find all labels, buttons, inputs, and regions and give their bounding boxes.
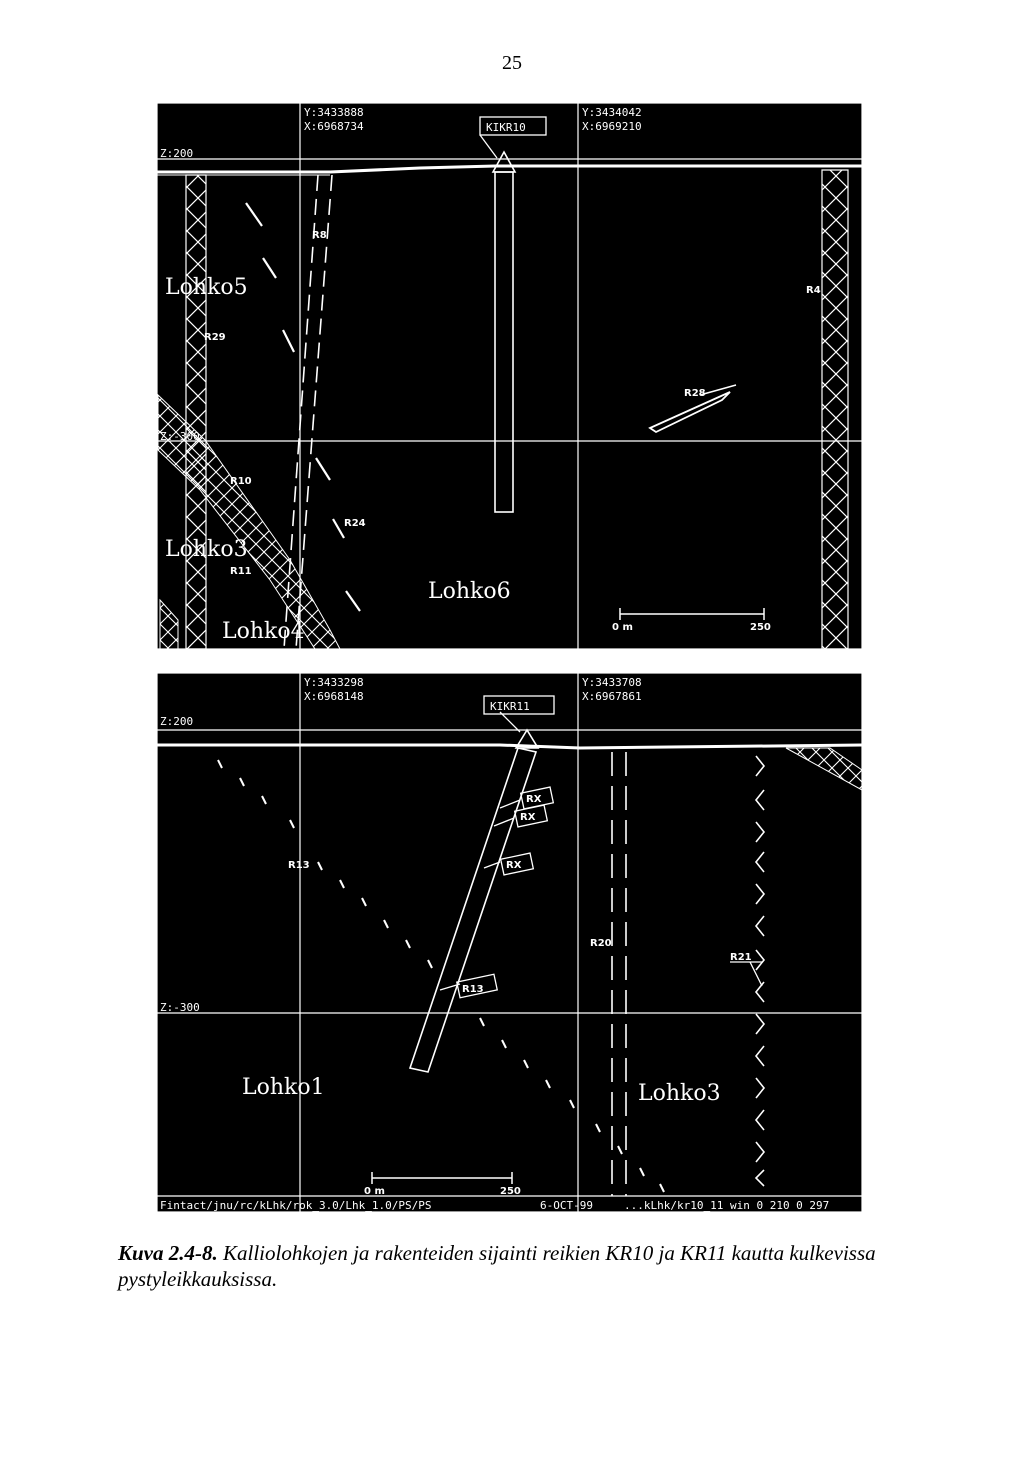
zone-r8-label: R8 <box>312 230 327 241</box>
bottom-scale-bar: 0 m 250 <box>364 1172 521 1197</box>
top-borehole-label: KIKR10 <box>486 121 526 134</box>
footer-date: 6-OCT-99 <box>540 1199 593 1212</box>
top-lohko3-label: Lohko3 <box>165 537 248 562</box>
zone-r28-label: R28 <box>684 388 706 399</box>
zone-r11-label: R11 <box>230 566 252 577</box>
bottom-lohko3-label: Lohko3 <box>638 1081 721 1106</box>
top-section-panel: Z:200 Z:-300 Y:3433888 X:6968734 Y:34340… <box>156 102 863 650</box>
top-scale-end: 250 <box>750 622 771 633</box>
zone-rx-label-3: RX <box>506 860 522 871</box>
bottom-z-300-label: Z:-300 <box>160 1001 200 1014</box>
top-coord-right-y: Y:3434042 <box>582 106 642 119</box>
zone-r13-borehole-label: R13 <box>462 984 484 995</box>
footer-path: Fintact/jnu/rc/kLhk/rok_3.0/Lhk_1.0/PS/P… <box>160 1199 432 1212</box>
footer-file: ...kLhk/kr10_11 win 0 210 0 297 <box>624 1199 829 1212</box>
top-coord-right-x: X:6969210 <box>582 120 642 133</box>
bottom-section-panel: Z:200 Z:-300 Y:3433298 X:6968148 Y:34337… <box>156 672 863 1213</box>
top-lohko4-label: Lohko4 <box>222 619 305 644</box>
zone-rx-label-2: RX <box>520 812 536 823</box>
top-lohko5-label: Lohko5 <box>165 275 248 300</box>
top-z200-label: Z:200 <box>160 147 193 160</box>
bottom-coord-left-x: X:6968148 <box>304 690 364 703</box>
zone-rx-label-1: RX <box>526 794 542 805</box>
page-number: 25 <box>502 52 522 74</box>
bottom-lohko1-label: Lohko1 <box>242 1075 325 1100</box>
bottom-scale-end: 250 <box>500 1186 521 1197</box>
top-lohko6-label: Lohko6 <box>428 579 511 604</box>
bottom-coord-right-x: X:6967861 <box>582 690 642 703</box>
zone-r20-label: R20 <box>590 938 612 949</box>
top-coord-left-y: Y:3433888 <box>304 106 364 119</box>
zone-r4-label: R4 <box>806 285 821 296</box>
zone-r10-label: R10 <box>230 476 252 487</box>
top-coord-left-x: X:6968734 <box>304 120 364 133</box>
figure-caption: Kuva 2.4-8. Kalliolohkojen ja rakenteide… <box>118 1240 888 1292</box>
bottom-coord-right-y: Y:3433708 <box>582 676 642 689</box>
zone-r29-label: R29 <box>204 332 226 343</box>
top-scale-start: 0 m <box>612 622 633 633</box>
bottom-scale-start: 0 m <box>364 1186 385 1197</box>
zone-r21-label: R21 <box>730 952 752 963</box>
borehole-kr11 <box>408 747 538 1073</box>
top-scale-bar: 0 m 250 <box>612 608 771 633</box>
bottom-z200-label: Z:200 <box>160 715 193 728</box>
top-z-300-label: Z:-300 <box>160 430 200 443</box>
caption-text: Kalliolohkojen ja rakenteiden sijainti r… <box>118 1241 876 1291</box>
zone-r24-label: R24 <box>344 518 366 529</box>
borehole-triangle-icon <box>514 728 540 749</box>
borehole-triangle-icon <box>491 150 517 173</box>
zone-r13-label: R13 <box>288 860 310 871</box>
caption-label: Kuva 2.4-8. <box>118 1241 218 1265</box>
bottom-borehole-label: KIKR11 <box>490 700 530 713</box>
bottom-coord-left-y: Y:3433298 <box>304 676 364 689</box>
